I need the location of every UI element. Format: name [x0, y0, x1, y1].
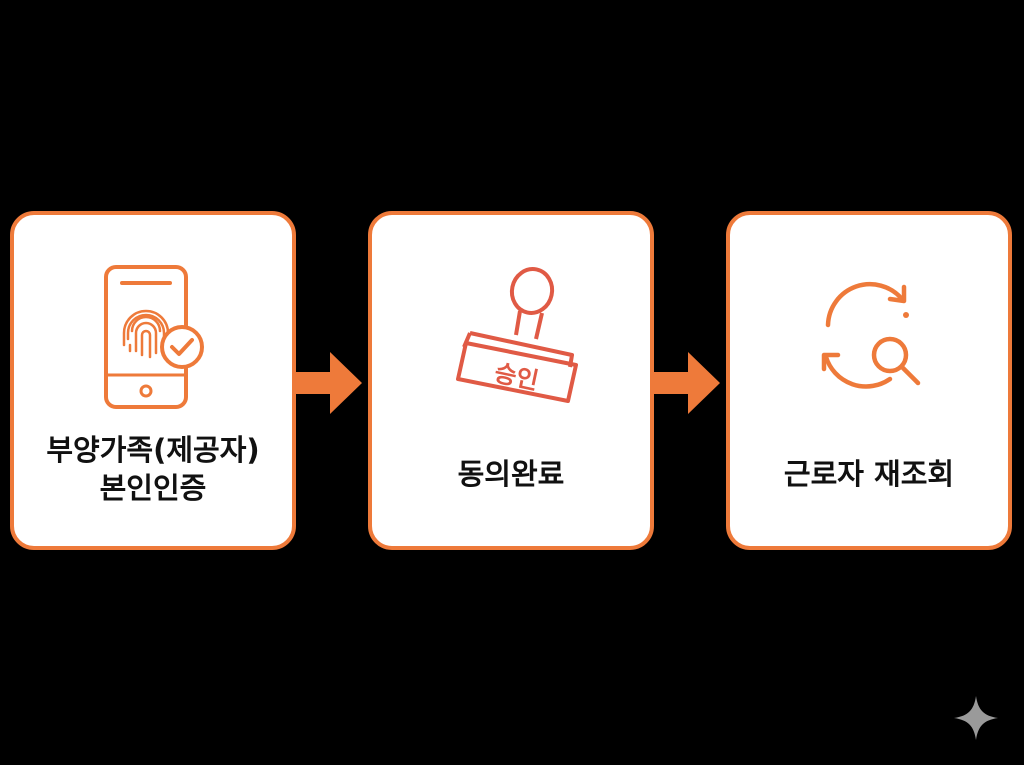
- approval-stamp-icon: 승인: [456, 267, 578, 403]
- step-label: 동의완료: [372, 455, 650, 493]
- arrow-right-icon: [654, 352, 720, 414]
- step-label-line: 부양가족(제공자): [46, 433, 260, 467]
- refresh-search-icon: [821, 281, 921, 389]
- arrow-right-icon: [296, 352, 362, 414]
- step-card-identity-verification: 부양가족(제공자) 본인인증: [10, 211, 296, 550]
- step-label-line: 근로자 재조회: [783, 457, 955, 491]
- stamp-text: 승인: [492, 359, 541, 396]
- step-label-line: 동의완료: [457, 457, 565, 491]
- step-card-consent-complete: 승인 동의완료: [368, 211, 654, 550]
- step-label-line: 본인인증: [99, 471, 207, 505]
- step-label: 근로자 재조회: [730, 455, 1008, 493]
- sparkle-icon: [954, 696, 998, 740]
- phone-fingerprint-check-icon: [104, 265, 204, 409]
- step-label: 부양가족(제공자) 본인인증: [14, 431, 292, 507]
- step-card-worker-requery: 근로자 재조회: [726, 211, 1012, 550]
